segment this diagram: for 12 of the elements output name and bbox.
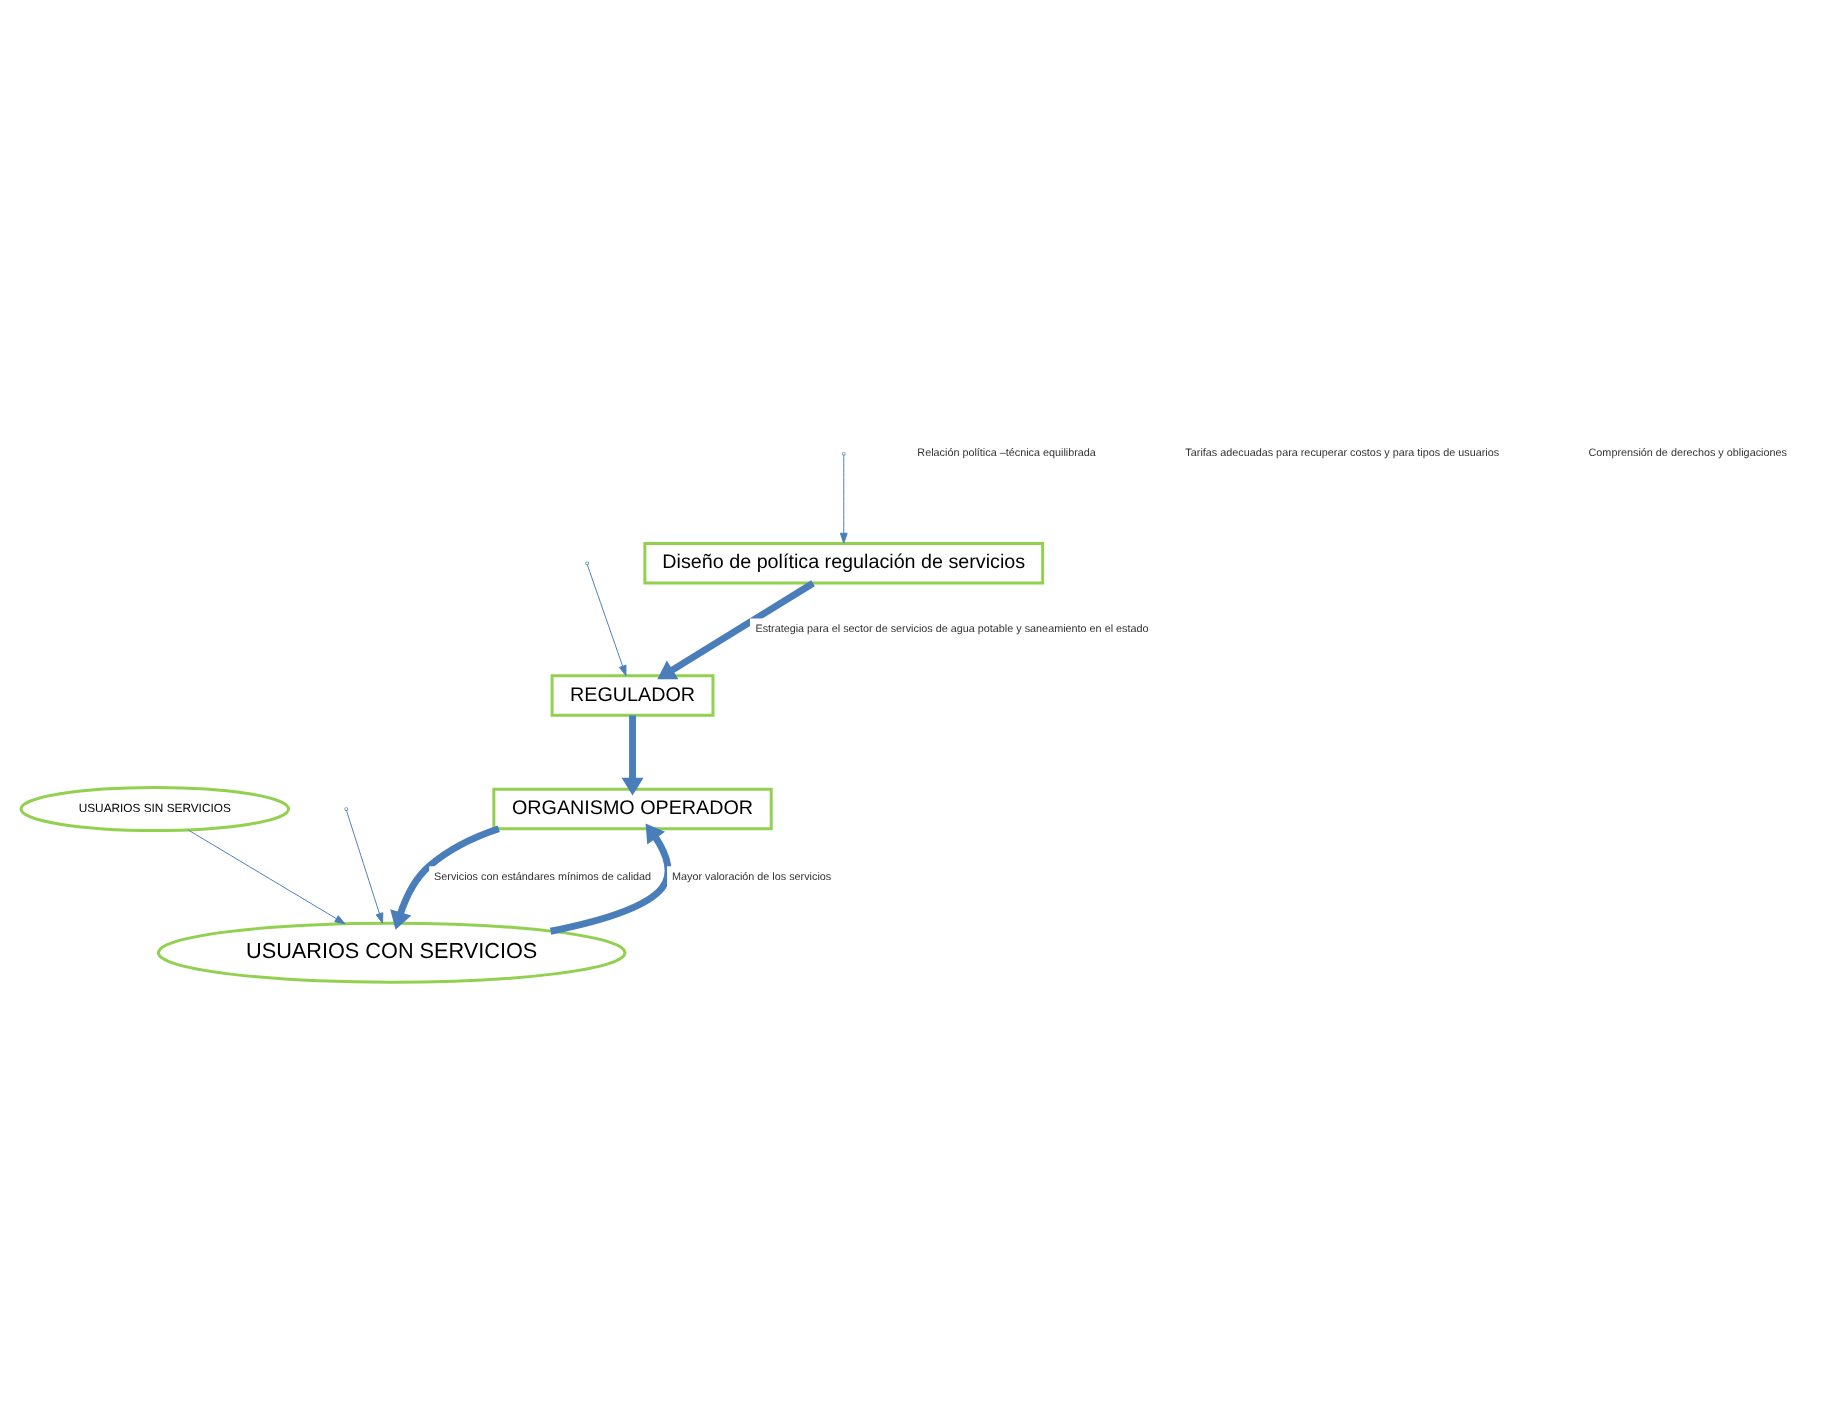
- arrow: [345, 809, 384, 924]
- node-box: ORGANISMO OPERADOR: [492, 787, 773, 831]
- arrow: [187, 829, 346, 925]
- node-ellipse: USUARIOS CON SERVICIOS: [156, 921, 627, 984]
- arrow: [390, 825, 500, 930]
- arrow: [657, 580, 815, 680]
- arrow: [839, 454, 848, 544]
- arrow: [549, 823, 672, 935]
- node-box: Diseño de política regulación de servicios: [643, 542, 1045, 585]
- node-box: REGULADOR: [550, 674, 715, 717]
- arrow: [586, 563, 627, 677]
- arrow: [621, 715, 644, 796]
